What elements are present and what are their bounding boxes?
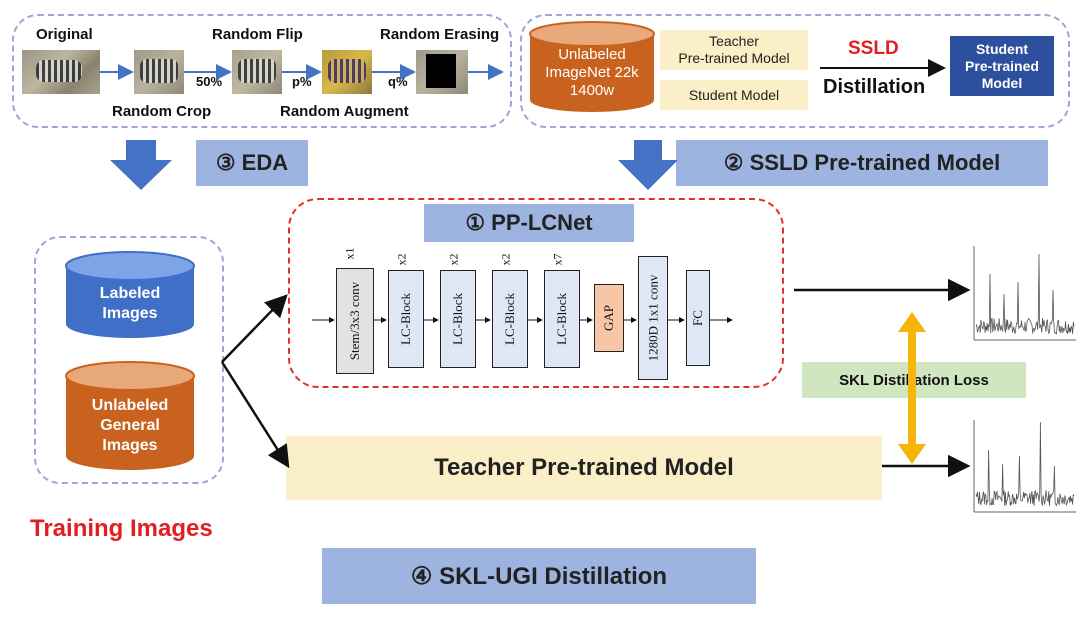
zebra-original-image xyxy=(22,50,100,94)
imagenet-line3: 1400w xyxy=(569,82,615,99)
student-model-box: Student Model xyxy=(660,80,808,110)
ssld-title: SSLD xyxy=(848,38,899,59)
label-original: Original xyxy=(36,26,93,43)
labeled-images-text: Labeled Images xyxy=(66,284,194,324)
conv-1280d-layer: 1280D 1x1 conv xyxy=(638,256,668,380)
teacher-pretrained-model-box: Teacher Pre-trained Model xyxy=(286,436,882,500)
lc-block-1: LC-Block xyxy=(388,270,424,368)
teacher-pretrained-box: Teacher Pre-trained Model xyxy=(660,30,808,70)
labeled-images-cylinder xyxy=(65,251,195,338)
ssld-panel xyxy=(520,14,1070,128)
lc-block-3: LC-Block xyxy=(492,270,528,368)
zebra-cropped-image xyxy=(134,50,184,94)
stem-conv-layer: Stem/3x3 conv xyxy=(336,268,374,374)
imagenet-line2: ImageNet 22k xyxy=(545,64,639,81)
imagenet-cylinder xyxy=(529,21,655,112)
eda-label: ③ EDA xyxy=(196,140,308,186)
eda-down-arrow xyxy=(110,140,172,190)
fc-layer: FC xyxy=(686,270,710,366)
student-output-plot xyxy=(973,246,1076,341)
pplcnet-label: ① PP-LCNet xyxy=(424,204,634,242)
lc-block-2: LC-Block xyxy=(440,270,476,368)
zebra-flipped-image xyxy=(232,50,282,94)
student-pretrained-result: Student Pre-trained Model xyxy=(950,36,1054,96)
prob-50: 50% xyxy=(196,74,223,89)
unlabeled-line2: General xyxy=(100,417,160,434)
imagenet-cylinder-text: Unlabeled ImageNet 22k 1400w xyxy=(530,46,654,100)
unlabeled-images-cylinder xyxy=(65,361,195,470)
result-line1: Student xyxy=(975,40,1029,57)
student-model-label: Student Model xyxy=(688,87,780,103)
teacher-line1: Teacher xyxy=(709,33,759,49)
unlabeled-images-text: Unlabeled General Images xyxy=(66,396,194,456)
labeled-line2: Images xyxy=(102,305,158,322)
label-random-erasing: Random Erasing xyxy=(380,26,500,43)
result-line2: Pre-trained xyxy=(965,57,1039,74)
pplcnet-panel xyxy=(288,198,784,388)
result-line3: Model xyxy=(981,74,1023,91)
training-images-title: Training Images xyxy=(30,515,213,542)
label-random-flip: Random Flip xyxy=(212,26,303,43)
unlabeled-line3: Images xyxy=(102,437,158,454)
teacher-output-plot xyxy=(973,420,1076,513)
skl-ugi-distillation-label: ④ SKL-UGI Distillation xyxy=(322,548,756,604)
ssld-pretrained-label: ② SSLD Pre-trained Model xyxy=(676,140,1048,186)
zebra-augmented-image xyxy=(322,50,372,94)
augmentation-panel xyxy=(12,14,512,128)
ssld-down-arrow xyxy=(618,140,678,190)
label-random-augment: Random Augment xyxy=(280,103,409,120)
teacher-line2: Pre-trained Model xyxy=(678,50,790,66)
labeled-line1: Labeled xyxy=(99,285,161,302)
label-random-crop: Random Crop xyxy=(112,103,212,120)
imagenet-line1: Unlabeled xyxy=(558,46,626,63)
distillation-label: Distillation xyxy=(823,76,926,98)
gap-layer: GAP xyxy=(594,284,624,352)
unlabeled-line1: Unlabeled xyxy=(91,397,169,414)
skl-loss-double-arrow xyxy=(898,312,926,464)
zebra-erased-image xyxy=(416,50,468,94)
branch-arrows xyxy=(220,294,290,469)
lc-block-4: LC-Block xyxy=(544,270,580,368)
